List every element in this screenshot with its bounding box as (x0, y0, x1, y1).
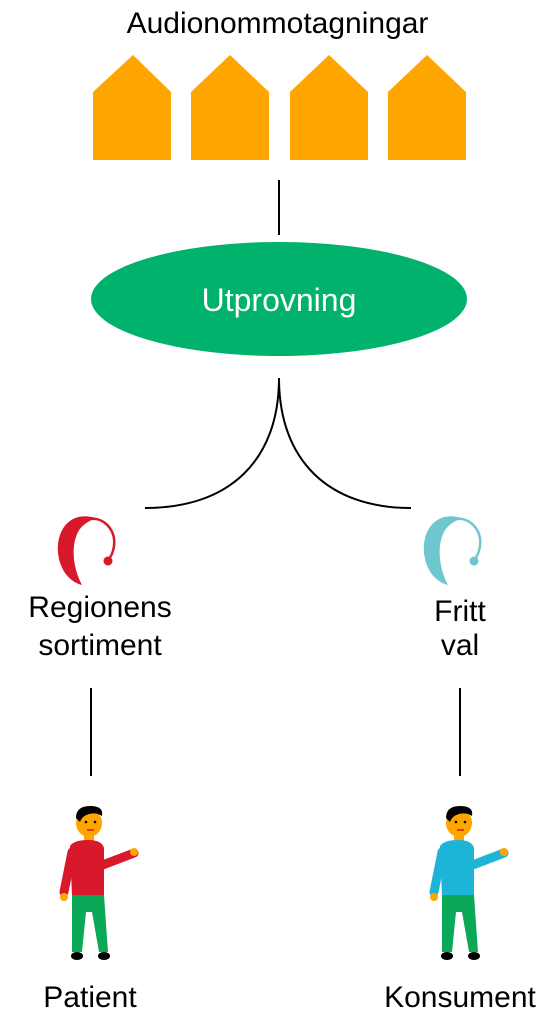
konsument-label: Konsument (384, 981, 536, 1014)
left-branch-label-line1: Regionens (28, 591, 172, 624)
right-branch-label-line1: Fritt (434, 595, 486, 628)
clinic-group (93, 55, 466, 160)
clinic-icon (191, 55, 269, 160)
branch-connector (144, 377, 412, 509)
person-icon (429, 806, 509, 960)
hearing-aid-icon (423, 516, 482, 585)
utprovning-node (91, 242, 467, 356)
clinic-icon (290, 55, 368, 160)
diagram-title: Audionommotagningar (126, 7, 429, 40)
utprovning-label: Utprovning (202, 282, 357, 318)
left-branch-label-line2: sortiment (38, 629, 162, 662)
patient-label: Patient (43, 981, 137, 1014)
person-icon (59, 806, 139, 960)
clinic-icon (93, 55, 171, 160)
right-branch-label-line2: val (440, 629, 480, 662)
hearing-aid-icon (57, 516, 116, 585)
clinic-icon (388, 55, 466, 160)
